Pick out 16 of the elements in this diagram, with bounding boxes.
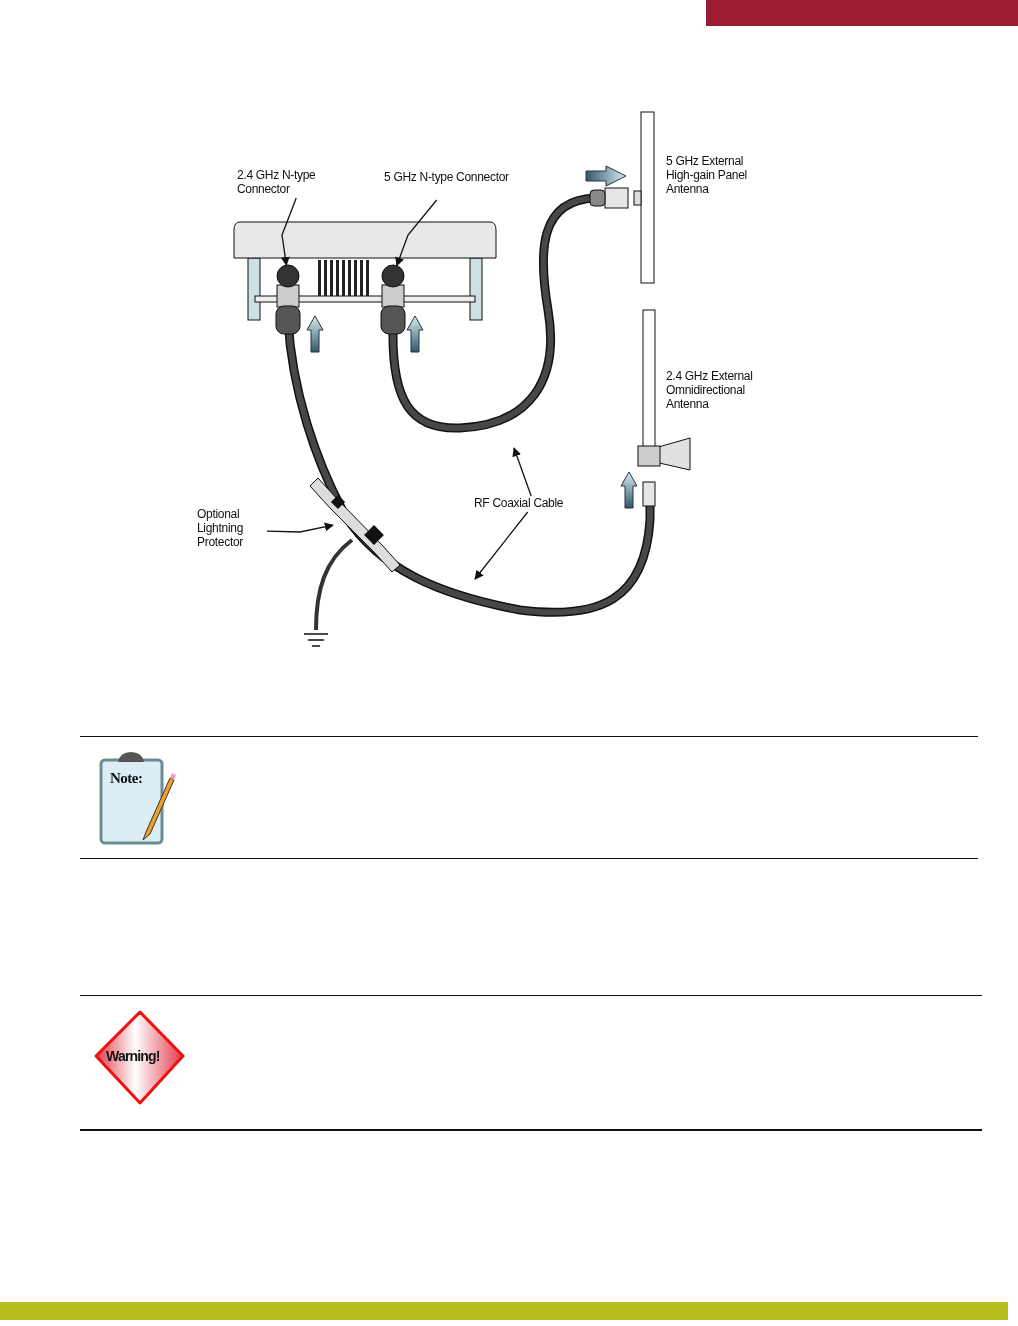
callout-label: RF Coaxial Cable: [474, 496, 594, 510]
n-connector: [381, 264, 405, 288]
leader-line: [395, 199, 438, 267]
n-connector: [276, 264, 300, 288]
leader-line: [512, 447, 532, 497]
warning-label: Warning!: [106, 1049, 160, 1063]
leader-line: [474, 511, 529, 580]
note-label: Note:: [110, 771, 143, 785]
callout-label: 2.4 GHz N-type Connector: [237, 168, 367, 196]
antenna-label: 5 GHz External High-gain Panel Antenna: [666, 154, 748, 196]
antenna-label: 2.4 GHz External Omnidirectional Antenna: [666, 369, 754, 411]
callout-label: 5 GHz N-type Connector: [384, 170, 514, 184]
leader-line: [280, 197, 297, 266]
leader-line: [266, 522, 334, 533]
callout-label: Optional Lightning Protector: [197, 507, 267, 549]
lightning-protector: [309, 477, 401, 573]
